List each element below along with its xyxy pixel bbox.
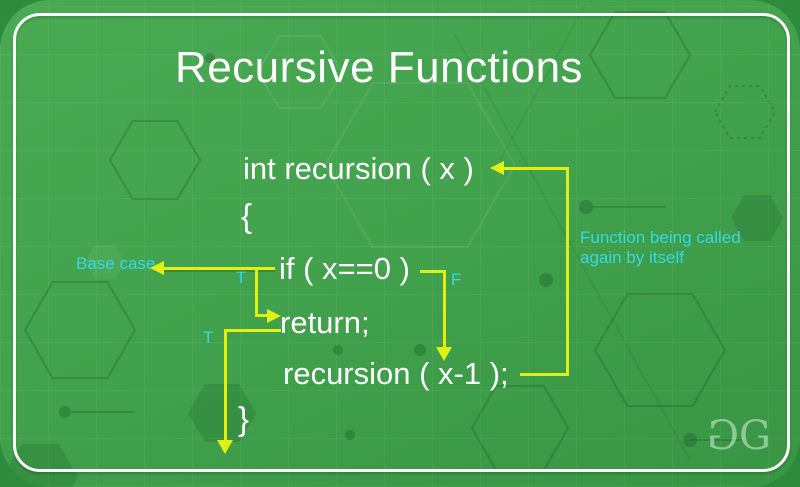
code-line-signature: int recursion ( x ) (243, 151, 474, 186)
arrow-left-icon (490, 161, 504, 175)
arrow-right-icon (267, 309, 281, 323)
code-line-recursive-call: recursion ( x-1 ); (283, 356, 509, 391)
arrow-down-icon (217, 440, 233, 454)
callback-note-line2: again by itself (580, 248, 684, 268)
arrow-down-icon (436, 347, 452, 361)
true-branch-label-lower: T (203, 328, 214, 347)
arrow-true-vertical (255, 268, 258, 316)
code-line-return: return; (280, 305, 370, 340)
arrow-recursive-top (504, 167, 569, 170)
true-branch-label-upper: T (236, 268, 247, 287)
arrow-true-horizontal (255, 314, 269, 317)
callback-note-line1: Function being called (580, 228, 741, 247)
false-branch-label: F (451, 270, 462, 289)
code-close-brace: } (238, 400, 250, 437)
arrow-left-icon (150, 261, 164, 275)
arrow-recursive-bottom (520, 373, 569, 376)
base-case-label: Base case (76, 254, 156, 273)
arrow-false-vertical (443, 270, 446, 348)
geeksforgeeks-logo: GG (710, 413, 771, 459)
page-title: Recursive Functions (174, 43, 584, 92)
logo-letter-g: G (738, 413, 771, 459)
code-open-brace: { (241, 197, 253, 234)
logo-letter-mirrored-g: G (710, 413, 739, 459)
arrow-exit-vertical (224, 329, 227, 441)
callback-note: Function being called again by itself (580, 228, 741, 268)
arrow-recursive-vertical (566, 167, 569, 376)
arrow-exit-horizontal (224, 329, 281, 332)
code-line-condition: if ( x==0 ) (279, 251, 410, 286)
arrow-false-horizontal (420, 270, 446, 273)
arrow-base-case-line (163, 267, 275, 270)
border-frame (13, 13, 790, 472)
